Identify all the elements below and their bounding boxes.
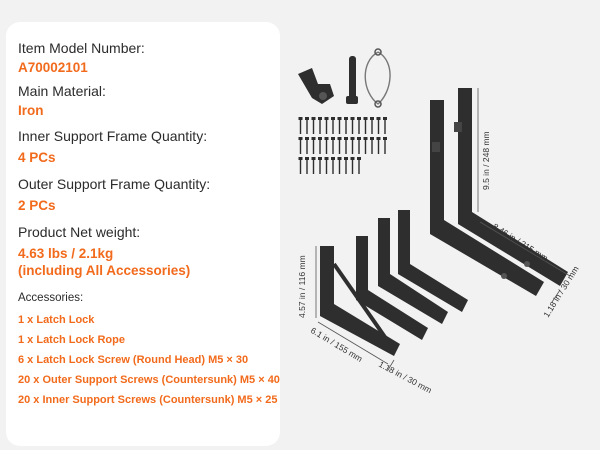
accessory-item: 1 x Latch Lock Rope	[18, 334, 125, 346]
outer-frame-label: Outer Support Frame Quantity:	[18, 176, 211, 192]
material-spec: Main Material: Iron	[18, 83, 106, 119]
model-value: A70002101	[18, 60, 88, 75]
latch-rope-icon	[364, 48, 391, 108]
accessories-title: Accessories:	[18, 292, 84, 304]
product-illustration: 9.5 in / 248 mm 8.46 in / 215 mm 1.18 in…	[297, 48, 581, 395]
weight-label: Product Net weight:	[18, 224, 141, 240]
model-spec: Item Model Number: A70002101	[18, 40, 145, 76]
inner-width-dimension: 1.18 in / 30 mm	[377, 359, 433, 395]
screws-icon	[298, 117, 387, 174]
inner-frame-value: 4 PCs	[18, 150, 56, 165]
inner-frame-label: Inner Support Frame Quantity:	[18, 128, 208, 144]
accessory-item: 1 x Latch Lock	[18, 314, 95, 326]
weight-note: (including All Accessories)	[18, 263, 191, 278]
accessory-item: 20 x Outer Support Screws (Countersunk) …	[18, 374, 280, 386]
accessory-item: 6 x Latch Lock Screw (Round Head) M5 × 3…	[18, 354, 249, 366]
outer-support-frame-icon	[430, 88, 568, 296]
latch-lock-icon	[298, 56, 358, 104]
material-value: Iron	[18, 103, 44, 118]
inner-height-dimension: 4.57 in / 116 mm	[297, 255, 307, 318]
outer-frame-value: 2 PCs	[18, 198, 56, 213]
outer-height-dimension: 9.5 in / 248 mm	[481, 131, 491, 190]
spec-card	[6, 22, 280, 446]
outer-frame-spec: Outer Support Frame Quantity: 2 PCs	[18, 176, 210, 214]
material-label: Main Material:	[18, 83, 106, 99]
model-label: Item Model Number:	[18, 40, 145, 56]
weight-spec: Product Net weight: 4.63 lbs / 2.1kg (in…	[18, 224, 190, 279]
weight-value: 4.63 lbs / 2.1kg	[18, 246, 114, 261]
accessory-item: 20 x Inner Support Screws (Countersunk) …	[18, 394, 278, 406]
inner-support-frame-icon	[320, 210, 468, 356]
dimension-lines	[315, 88, 571, 371]
inner-frame-spec: Inner Support Frame Quantity: 4 PCs	[18, 128, 207, 166]
